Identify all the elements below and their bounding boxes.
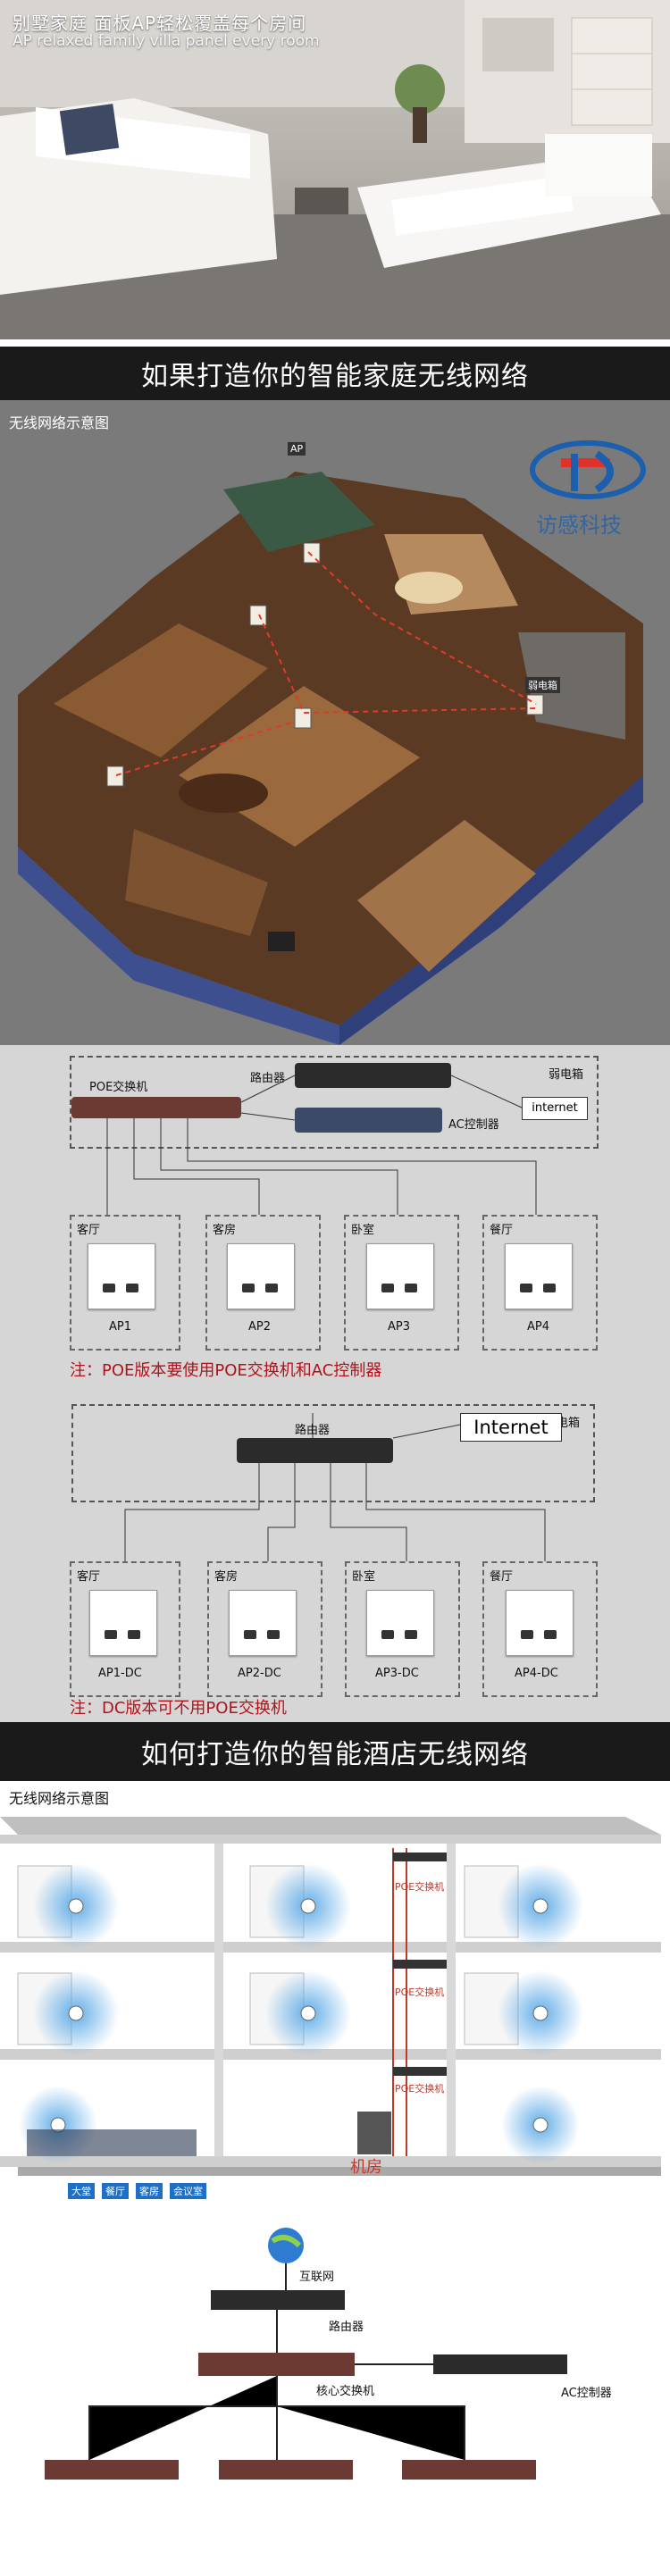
weak-current-box <box>70 1056 599 1149</box>
section-banner-hotel: 如何打造你的智能酒店无线网络 <box>0 1722 670 1781</box>
box-label: 弱电箱 <box>549 1068 584 1082</box>
server-room-label: 机房 <box>350 2158 382 2177</box>
ap-panel <box>227 1243 295 1309</box>
ap-panel <box>366 1590 434 1656</box>
floor-switch-label: POE交换机 <box>395 1986 445 1998</box>
ap-name: AP3-DC <box>375 1667 419 1680</box>
floor-switch-label: POE交换机 <box>395 2083 445 2095</box>
dc-note: 注：DC版本可不用POE交换机 <box>70 1699 287 1718</box>
ap-name: AP2-DC <box>238 1667 281 1680</box>
room-tag: 弱电箱 <box>525 677 560 693</box>
internet-label: internet <box>522 1097 588 1120</box>
floorplan-illustration <box>18 472 643 1045</box>
room-label: 餐厅 <box>490 1224 514 1237</box>
ap-panel <box>88 1243 155 1309</box>
ac-label: AC控制器 <box>448 1118 499 1132</box>
ap-name: AP3 <box>388 1320 411 1334</box>
ap-name: AP2 <box>248 1320 272 1334</box>
ac-node-label: AC控制器 <box>561 2387 612 2400</box>
ap-panel <box>229 1590 297 1656</box>
ap-panel <box>89 1590 157 1656</box>
ap-name: AP1-DC <box>98 1667 142 1680</box>
ap-name: AP1 <box>109 1320 132 1334</box>
internet-node-label: 互联网 <box>299 2271 335 2284</box>
router <box>237 1438 393 1463</box>
hotel-building-illustration <box>0 1817 661 2480</box>
villa-floorplan: 无线网络示意图 AP 弱电箱 <box>0 400 670 1045</box>
ap-tag: AP <box>288 442 306 456</box>
company-logo <box>530 440 646 499</box>
room-box <box>482 1561 598 1697</box>
room-box <box>344 1215 459 1351</box>
ap-name: AP4 <box>527 1320 550 1334</box>
poe-cables <box>106 1075 546 1561</box>
poe-note: 注：POE版本要使用POE交换机和AC控制器 <box>70 1361 382 1380</box>
room-label: 客厅 <box>77 1570 101 1584</box>
ac-controller <box>295 1108 442 1133</box>
router-node-label: 路由器 <box>329 2321 364 2334</box>
poe-switch <box>71 1097 241 1118</box>
room-box <box>345 1561 460 1697</box>
hotel-diagram: 无线网络示意图 <box>0 1781 670 2576</box>
room-label: 卧室 <box>351 1224 375 1237</box>
room-label: 卧室 <box>352 1570 376 1584</box>
room-box <box>482 1215 598 1351</box>
ap-panel <box>506 1590 574 1656</box>
router <box>295 1063 451 1088</box>
lobby-tag: 会议室 <box>170 2183 206 2199</box>
hero-image: 别墅家庭 面板AP轻松覆盖每个房间 AP relaxed family vill… <box>0 0 670 339</box>
room-box <box>207 1561 322 1697</box>
hero-subtitle: AP relaxed family villa panel every room <box>13 32 320 50</box>
diagram-label: 无线网络示意图 <box>9 414 110 431</box>
poe-switch-label: POE交换机 <box>89 1081 148 1094</box>
room-box <box>205 1215 321 1351</box>
room-label: 客房 <box>213 1224 237 1237</box>
router-label: 路由器 <box>250 1072 286 1085</box>
lobby-tag: 餐厅 <box>102 2183 129 2199</box>
ap-name: AP4-DC <box>515 1667 558 1680</box>
room-box <box>70 1561 180 1697</box>
section-banner-home: 如果打造你的智能家庭无线网络 <box>0 347 670 400</box>
lobby-tag: 大堂 <box>68 2183 95 2199</box>
lobby-tag: 客房 <box>136 2183 163 2199</box>
ap-panel <box>366 1243 434 1309</box>
internet-label: Internet <box>460 1413 562 1442</box>
core-switch-label: 核心交换机 <box>316 2385 375 2398</box>
ap-panel <box>505 1243 573 1309</box>
wiring-diagrams: 弱电箱 POE交换机 路由器 AC控制器 internet 客厅 客房 <box>0 1045 670 1722</box>
weak-current-box <box>71 1404 595 1502</box>
diagram-label: 无线网络示意图 <box>9 1790 110 1807</box>
room-box <box>70 1215 180 1351</box>
hero-title: 别墅家庭 面板AP轻松覆盖每个房间 <box>13 13 307 34</box>
floor-switch-label: POE交换机 <box>395 1881 445 1893</box>
room-label: 客厅 <box>77 1224 101 1237</box>
router-label: 路由器 <box>295 1424 331 1437</box>
room-label: 客房 <box>214 1570 239 1584</box>
logo-text: 访感科技 <box>536 513 622 538</box>
living-room-illustration <box>0 0 670 339</box>
room-label: 餐厅 <box>490 1570 514 1584</box>
